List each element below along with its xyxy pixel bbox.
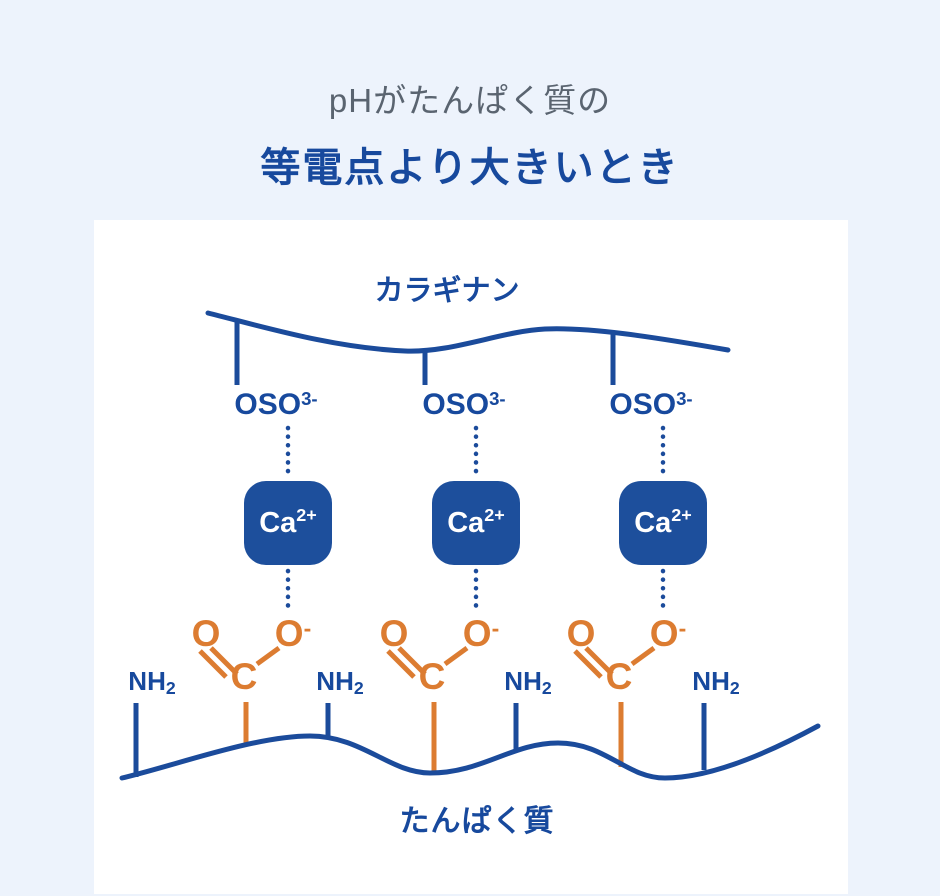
double-bond-line [397, 646, 427, 676]
carrageenan-label: カラギナン [374, 275, 520, 307]
amine-count-text: 2 [353, 677, 364, 698]
single-bond-line [255, 645, 281, 667]
double-bond-line [386, 649, 416, 679]
sulfate-base-text: OSO [422, 388, 490, 421]
carboxylate-oxygen-single: O- [463, 615, 499, 652]
amine-count-text: 2 [729, 677, 740, 698]
amine-group-label: NH2 [128, 666, 175, 697]
sulfate-charge-text: 3- [301, 387, 318, 409]
calcium-base-text: Ca [634, 506, 672, 539]
amine-group-label: NH2 [692, 666, 739, 697]
calcium-base-text: Ca [447, 506, 485, 539]
calcium-base-text: Ca [259, 506, 297, 539]
carboxylate-bonds-3 [573, 645, 656, 767]
carboxylate-oxygen-double: O [566, 613, 596, 654]
protein-label: たんぱく質 [399, 805, 555, 838]
carboxylate-oxygen-double: O [191, 613, 221, 654]
carboxylate-bonds-2 [386, 645, 469, 774]
sulfate-group-label: OSO3- [234, 387, 318, 421]
amine-base-text: NH [128, 666, 166, 696]
carboxylate-oxygen-single: O- [650, 615, 686, 652]
title-block: pHがたんぱく質の 等電点より大きいとき [0, 74, 940, 193]
oxygen-charge-text: - [678, 615, 687, 642]
carboxylate-carbon: C [418, 656, 446, 697]
sulfate-group-label: OSO3- [609, 387, 693, 421]
amine-base-text: NH [504, 666, 542, 696]
double-bond-line [584, 646, 614, 676]
double-bond-line [209, 646, 239, 676]
amine-group-label: NH2 [316, 666, 363, 697]
oxygen-text: O [649, 613, 679, 654]
calcium-charge-text: 2+ [671, 504, 692, 525]
oxygen-text: O [462, 613, 492, 654]
single-bond-line [443, 645, 469, 667]
amine-count-text: 2 [541, 677, 552, 698]
sulfate-charge-text: 3- [676, 387, 693, 409]
carboxylate-bonds-1 [198, 645, 281, 746]
amine-base-text: NH [692, 666, 730, 696]
calcium-charge-text: 2+ [296, 504, 317, 525]
sulfate-base-text: OSO [609, 388, 677, 421]
sulfate-charge-text: 3- [489, 387, 506, 409]
oxygen-text: O [274, 613, 304, 654]
carboxylate-oxygen-double: O [379, 613, 409, 654]
protein-chain-line [119, 723, 821, 781]
sulfate-base-text: OSO [234, 388, 302, 421]
amine-base-text: NH [316, 666, 354, 696]
carboxylate-carbon: C [605, 656, 633, 697]
double-bond-line [573, 649, 603, 679]
title-main: 等電点より大きいとき [260, 146, 680, 190]
carboxylate-carbon: C [230, 656, 258, 697]
title-subline: pHがたんぱく質の [328, 82, 612, 119]
single-bond-line [630, 645, 656, 667]
diagram-lines-layer [119, 310, 821, 781]
calcium-charge-text: 2+ [484, 504, 505, 525]
oxygen-charge-text: - [303, 615, 312, 642]
sulfate-group-label: OSO3- [422, 387, 506, 421]
double-bond-line [198, 649, 228, 679]
amine-count-text: 2 [165, 677, 176, 698]
carrageenan-chain-line [205, 310, 731, 354]
amine-group-label: NH2 [504, 666, 551, 697]
oxygen-charge-text: - [491, 615, 500, 642]
carboxylate-oxygen-single: O- [275, 615, 311, 652]
